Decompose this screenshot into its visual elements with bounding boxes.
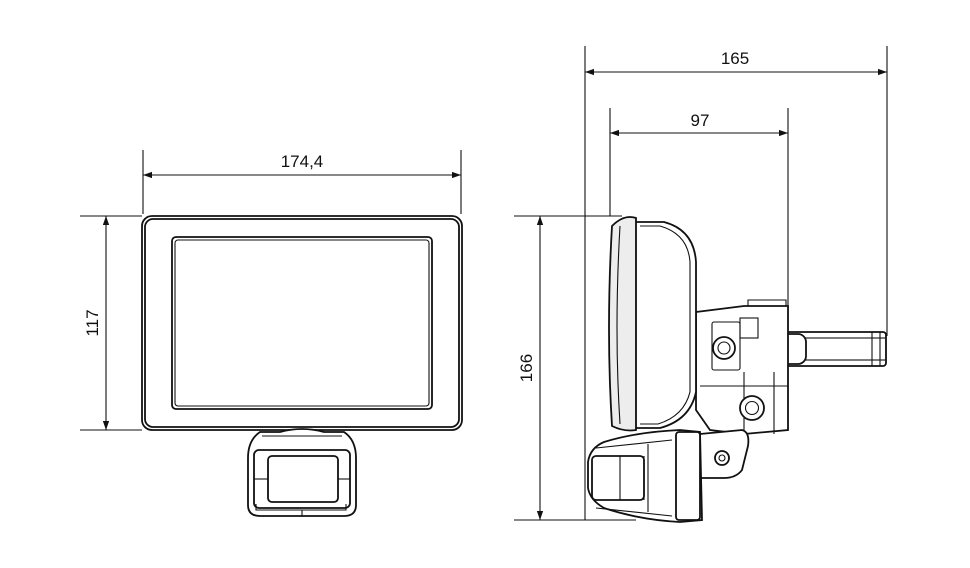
- front-lamp-housing: [141, 215, 463, 431]
- side-view: 165 97 166: [514, 46, 888, 523]
- side-partial-depth-label: 97: [691, 111, 710, 130]
- side-height-label: 166: [517, 354, 536, 382]
- side-lamp-head: [608, 216, 697, 432]
- side-mounting-block: [695, 299, 789, 435]
- side-depth-165-dimension: 165: [584, 46, 888, 520]
- side-motion-sensor: [587, 429, 750, 523]
- side-overall-depth-label: 165: [721, 49, 749, 68]
- front-lens-window: [171, 236, 433, 410]
- side-depth-97-dimension: 97: [609, 108, 789, 310]
- front-view: 174,4 117: [80, 150, 463, 517]
- front-height-label: 117: [83, 309, 102, 336]
- side-height-dimension: 166: [514, 215, 636, 521]
- front-motion-sensor: [247, 428, 357, 517]
- front-width-dimension: 174,4: [142, 150, 462, 214]
- front-width-label: 174,4: [281, 152, 324, 171]
- front-height-dimension: 117: [80, 215, 142, 431]
